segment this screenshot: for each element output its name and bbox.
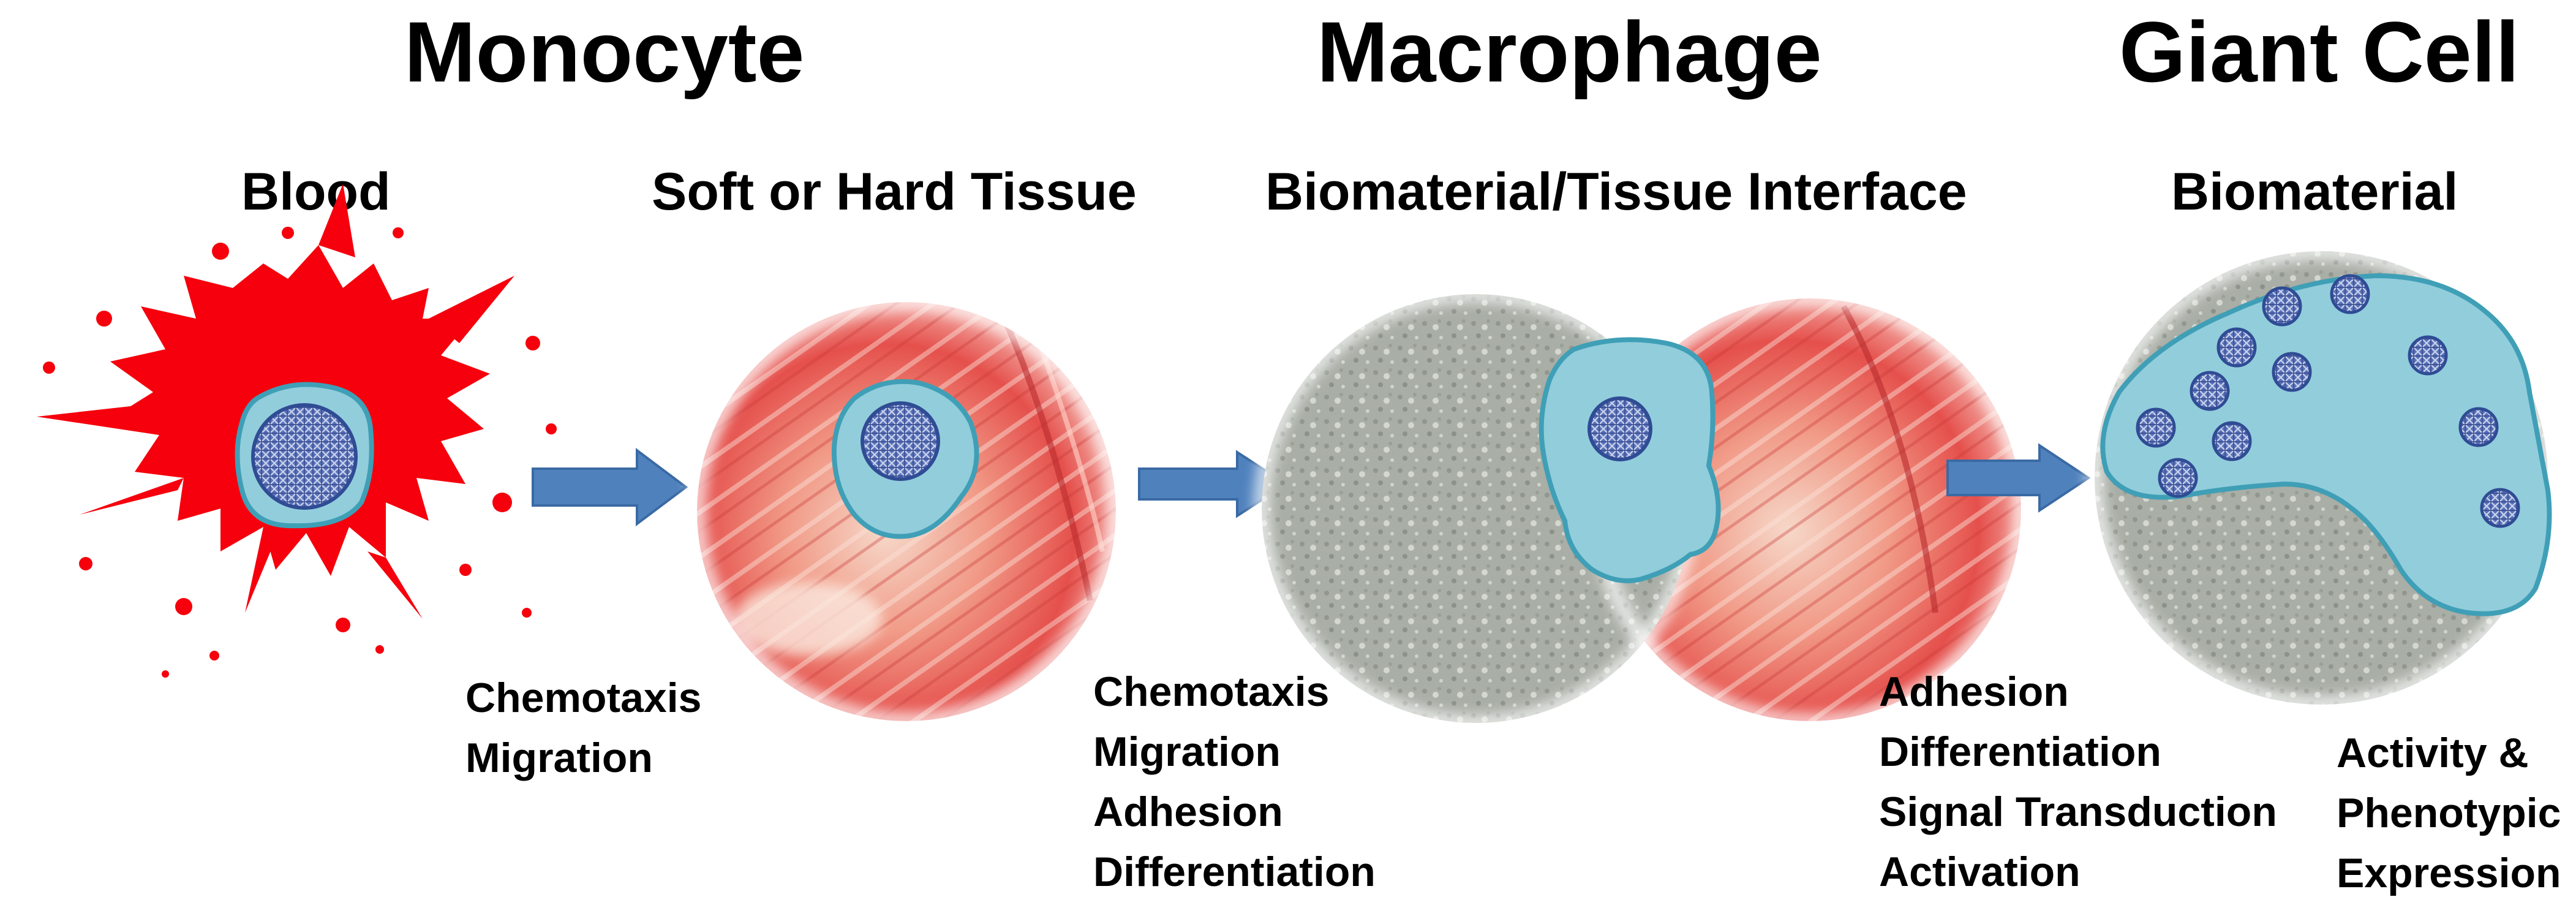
process-item: Chemotaxis bbox=[1093, 668, 1330, 715]
process-list-2: Chemotaxis Migration Adhesion Differenti… bbox=[1093, 662, 1376, 902]
monocyte-nucleus bbox=[251, 403, 358, 510]
label-tissue: Soft or Hard Tissue bbox=[652, 162, 1137, 221]
process-item: Differentiation bbox=[1879, 729, 2161, 775]
label-blood: Blood bbox=[241, 162, 391, 221]
title-macrophage: Macrophage bbox=[1317, 4, 1822, 100]
tissue-monocyte-nucleus bbox=[861, 401, 940, 481]
process-item: Activation bbox=[1879, 849, 2081, 895]
title-giant-cell: Giant Cell bbox=[2119, 4, 2520, 100]
process-list-4: Activity & Phenotypic Expression bbox=[2337, 723, 2561, 903]
process-list-3: Adhesion Differentiation Signal Transduc… bbox=[1879, 662, 2277, 902]
macrophage-nucleus bbox=[1587, 396, 1652, 461]
process-item: Signal Transduction bbox=[1879, 789, 2277, 835]
title-monocyte: Monocyte bbox=[404, 4, 805, 100]
process-item: Migration bbox=[465, 735, 653, 781]
giant-cell-nuclei bbox=[2136, 274, 2520, 528]
label-interface: Biomaterial/Tissue Interface bbox=[1265, 162, 1967, 221]
process-item: Phenotypic bbox=[2337, 790, 2561, 836]
macrophage-cell bbox=[1538, 337, 1721, 583]
process-item: Adhesion bbox=[1093, 789, 1283, 835]
arrow-1 bbox=[532, 448, 688, 526]
arrow-3 bbox=[1946, 443, 2091, 513]
process-item: Migration bbox=[1093, 729, 1281, 775]
process-item: Expression bbox=[2337, 850, 2561, 896]
label-biomaterial: Biomaterial bbox=[2171, 162, 2458, 221]
process-item: Chemotaxis bbox=[465, 675, 702, 721]
process-item: Differentiation bbox=[1093, 849, 1376, 895]
process-list-1: Chemotaxis Migration bbox=[465, 668, 701, 788]
process-item: Adhesion bbox=[1879, 668, 2069, 715]
process-item: Activity & bbox=[2337, 730, 2529, 776]
